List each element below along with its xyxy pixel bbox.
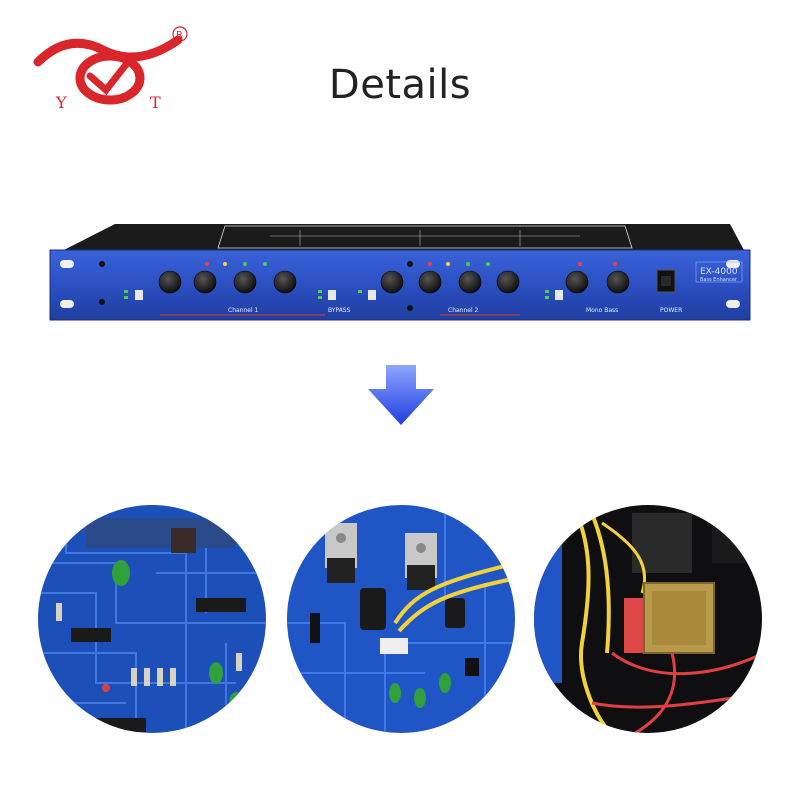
label-power: POWER (660, 307, 682, 314)
detail-regulators-capacitors-image (287, 505, 515, 733)
page-title: Details (328, 62, 472, 108)
label-mono-bass: Mono Bass (586, 307, 618, 314)
device-model: EX-4000 (700, 267, 738, 277)
detail-transformer-image (534, 505, 762, 733)
brand-logo: Y T R (33, 26, 188, 112)
detail-circuit-board-image (38, 505, 266, 733)
label-channel-1: Channel 1 (228, 307, 259, 314)
registered-mark: R (176, 30, 183, 41)
logo-letter-t: T (150, 93, 161, 112)
audio-processor-device: EX-4000 Bass Enhancer Channel 1 BYPASS C… (49, 224, 751, 321)
down-arrow-icon (368, 365, 434, 425)
label-bypass: BYPASS (328, 307, 351, 314)
device-subtitle: Bass Enhancer (700, 277, 738, 283)
logo-letter-y: Y (55, 93, 67, 112)
label-channel-2: Channel 2 (448, 307, 479, 314)
